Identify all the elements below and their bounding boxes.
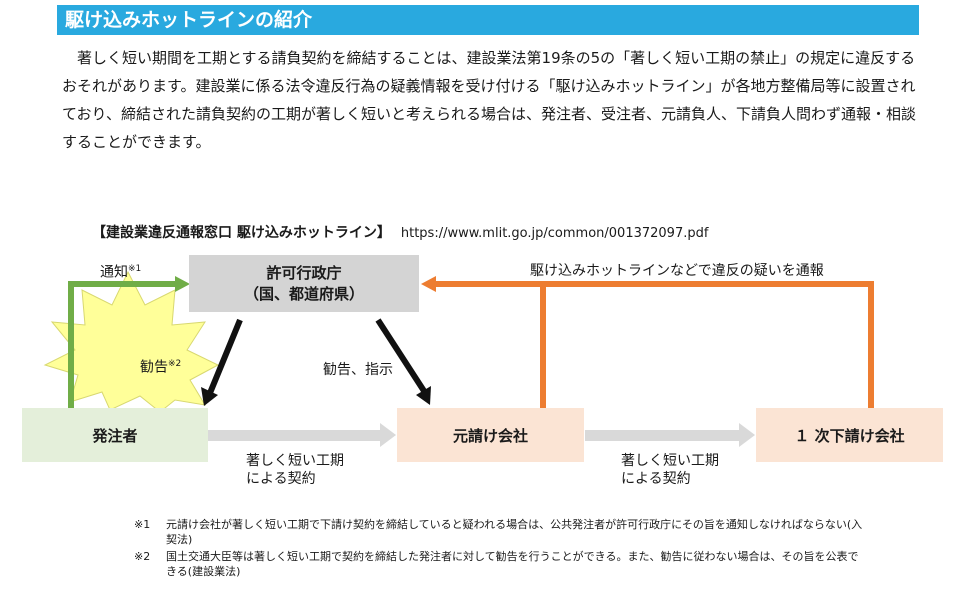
label-tsuho: 駆け込みホットラインなどで違反の疑いを通報 (530, 263, 824, 279)
diagram-heading-text: 【建設業違反通報窓口 駆け込みホットライン】 (92, 225, 391, 241)
label-contract-1: 著しく短い工期 による契約 (246, 452, 344, 488)
footnote-mark: ※1 (134, 518, 151, 531)
node-shitauke: １ 次下請け会社 (756, 408, 943, 462)
grey-contract-arrow-2-body (585, 430, 739, 441)
black-arrow-shiji-head (416, 386, 431, 405)
footnotes: ※1 元請け会社が著しく短い工期で下請け契約を締結していると疑われる場合は、公共… (134, 517, 866, 581)
label-tsuchi-text: 通知 (100, 264, 128, 281)
diagram-url-link[interactable]: https://www.mlit.go.jp/common/001372097.… (400, 226, 709, 241)
node-kyoka-gyoseicho: 許可行政庁 （国、都道府県） (189, 255, 419, 312)
black-arrow-kankoku-line (207, 318, 243, 395)
black-arrow-kankoku-head (201, 387, 218, 406)
green-notify-arrow (68, 281, 175, 408)
footnote-text: 国土交通大臣等は著しく短い工期で契約を締結した発注者に対して勧告を行うことができ… (166, 550, 859, 578)
label-tsuchi: 通知※1 (100, 260, 141, 282)
node-kyoka-line2: （国、都道府県） (243, 284, 364, 303)
label-kankoku-text: 勧告 (140, 359, 168, 376)
node-kyoka-line1: 許可行政庁 (266, 263, 342, 282)
node-motouke: 元請け会社 (397, 408, 584, 462)
orange-arrowhead (421, 276, 436, 292)
label-contract-2: 著しく短い工期 による契約 (621, 452, 719, 488)
page-title: 駆け込みホットラインの紹介 (57, 5, 919, 35)
diagram-heading: 【建設業違反通報窓口 駆け込みホットライン】 https://www.mlit.g… (92, 222, 708, 242)
label-kankoku: 勧告※2 (140, 355, 181, 377)
starburst-shape (43, 270, 220, 413)
grey-contract-arrow-1-head (380, 423, 396, 447)
green-arrowhead (175, 276, 190, 292)
label-contract-1-line2: による契約 (246, 471, 316, 487)
label-tsuchi-mark: ※1 (128, 264, 142, 274)
intro-paragraph: 著しく短い期間を工期とする請負契約を締結することは、建設業法第19条の5の「著し… (62, 49, 916, 151)
label-contract-2-line2: による契約 (621, 471, 691, 487)
orange-report-line-shita (435, 281, 874, 408)
node-hacchu: 発注者 (22, 408, 208, 462)
label-kankoku-mark: ※2 (168, 359, 182, 369)
footnote-mark: ※2 (134, 550, 151, 563)
label-contract-2-line1: 著しく短い工期 (621, 453, 719, 469)
grey-contract-arrow-1-body (208, 430, 380, 441)
black-arrow-shiji-line (375, 318, 427, 393)
label-kankoku-shiji: 勧告、指示 (323, 362, 393, 378)
label-contract-1-line1: 著しく短い工期 (246, 453, 344, 469)
footnote-text: 元請け会社が著しく短い工期で下請け契約を締結していると疑われる場合は、公共発注者… (166, 518, 863, 546)
footnote-item: ※2 国土交通大臣等は著しく短い工期で契約を締結した発注者に対して勧告を行うこと… (134, 549, 866, 579)
grey-contract-arrow-2-head (739, 423, 755, 447)
footnote-item: ※1 元請け会社が著しく短い工期で下請け契約を締結していると疑われる場合は、公共… (134, 517, 866, 547)
